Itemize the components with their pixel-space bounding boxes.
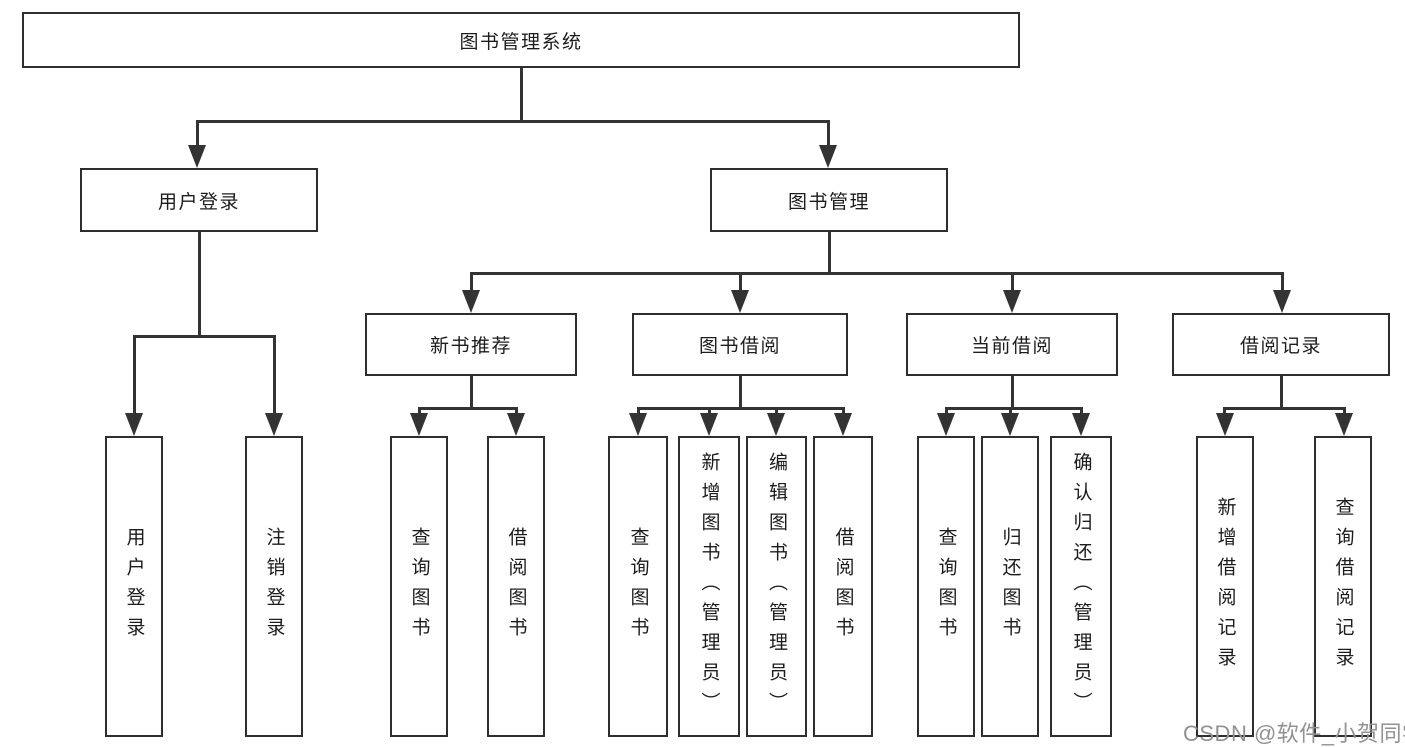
arrowhead-icon (125, 413, 143, 436)
leaf-confirm-return-admin: 确认归还（管理员） (1050, 436, 1112, 737)
node-root-system: 图书管理系统 (22, 12, 1020, 68)
node-borrowing-records: 借阅记录 (1172, 313, 1390, 376)
connector-line (470, 272, 473, 294)
connector-line (1223, 407, 1345, 410)
arrowhead-icon (462, 290, 480, 313)
node-label: 归还图书 (999, 526, 1021, 647)
node-label: 借阅图书 (505, 526, 527, 647)
node-book-management: 图书管理 (710, 168, 948, 232)
connector-line (470, 376, 473, 409)
node-current-borrowing: 当前借阅 (906, 313, 1118, 376)
node-user-login: 用户登录 (80, 168, 318, 232)
leaf-logout: 注销登录 (245, 436, 303, 737)
leaf-query-books-current: 查询图书 (917, 436, 975, 737)
node-label: 新书推荐 (429, 336, 512, 357)
connector-line (520, 68, 523, 121)
connector-line (1011, 272, 1014, 294)
csdn-watermark: CSDN @软件_小贺同学 (1183, 721, 1405, 746)
connector-line (637, 407, 845, 410)
node-label: 查询借阅记录 (1332, 496, 1354, 677)
arrowhead-icon (410, 413, 428, 436)
node-label: 图书管理 (787, 191, 870, 213)
connector-line (470, 272, 1283, 275)
connector-line (945, 407, 1083, 410)
connector-line (196, 120, 829, 123)
node-label: 借阅图书 (832, 526, 854, 647)
node-label: 图书管理系统 (459, 31, 583, 53)
node-label: 查询图书 (408, 526, 430, 647)
connector-line (196, 120, 199, 150)
connector-line (739, 376, 742, 409)
node-label: 查询图书 (627, 526, 649, 647)
leaf-borrow-books: 借阅图书 (813, 436, 873, 737)
arrowhead-icon (1072, 413, 1090, 436)
node-book-borrowing: 图书借阅 (632, 313, 848, 376)
connector-line (1280, 376, 1283, 409)
connector-line (739, 272, 742, 294)
arrowhead-icon (937, 413, 955, 436)
arrowhead-icon (731, 290, 749, 313)
connector-line (133, 335, 276, 338)
connector-line (828, 232, 831, 274)
leaf-user-login: 用户登录 (105, 436, 163, 737)
arrowhead-icon (1003, 290, 1021, 313)
node-label: 查询图书 (935, 526, 957, 647)
arrowhead-icon (767, 413, 785, 436)
node-label: 编辑图书（管理员） (766, 451, 787, 722)
leaf-query-books-borrowing: 查询图书 (608, 436, 668, 737)
arrowhead-icon (629, 413, 647, 436)
connector-line (1011, 376, 1014, 409)
arrowhead-icon (1335, 413, 1353, 436)
node-label: 新增图书（管理员） (698, 451, 720, 722)
node-label: 注销登录 (263, 526, 285, 647)
arrowhead-icon (819, 145, 837, 168)
connector-line (418, 407, 518, 410)
leaf-query-borrow-record: 查询借阅记录 (1314, 436, 1372, 737)
arrowhead-icon (834, 413, 852, 436)
connector-line (827, 120, 830, 150)
leaf-return-books: 归还图书 (981, 436, 1039, 737)
connector-line (273, 335, 276, 417)
node-label: 图书借阅 (698, 336, 781, 357)
arrowhead-icon (1216, 413, 1234, 436)
node-label: 用户登录 (157, 191, 240, 213)
arrowhead-icon (1001, 413, 1019, 436)
connector-line (1281, 272, 1284, 294)
node-label: 当前借阅 (970, 336, 1053, 357)
leaf-borrow-books-recommend: 借阅图书 (487, 436, 545, 737)
connector-line (133, 335, 136, 417)
arrowhead-icon (188, 145, 206, 168)
leaf-add-borrow-record: 新增借阅记录 (1196, 436, 1254, 737)
leaf-query-books-recommend: 查询图书 (390, 436, 448, 737)
leaf-edit-books-admin: 编辑图书（管理员） (746, 436, 807, 737)
node-new-book-recommend: 新书推荐 (365, 313, 577, 376)
arrowhead-icon (265, 413, 283, 436)
leaf-add-books-admin: 新增图书（管理员） (678, 436, 740, 737)
arrowhead-icon (700, 413, 718, 436)
connector-line (198, 232, 201, 336)
arrowhead-icon (507, 413, 525, 436)
arrowhead-icon (1273, 290, 1291, 313)
node-label: 借阅记录 (1239, 336, 1322, 357)
node-label: 确认归还（管理员） (1070, 451, 1092, 722)
node-label: 新增借阅记录 (1214, 496, 1236, 677)
node-label: 用户登录 (123, 526, 145, 647)
